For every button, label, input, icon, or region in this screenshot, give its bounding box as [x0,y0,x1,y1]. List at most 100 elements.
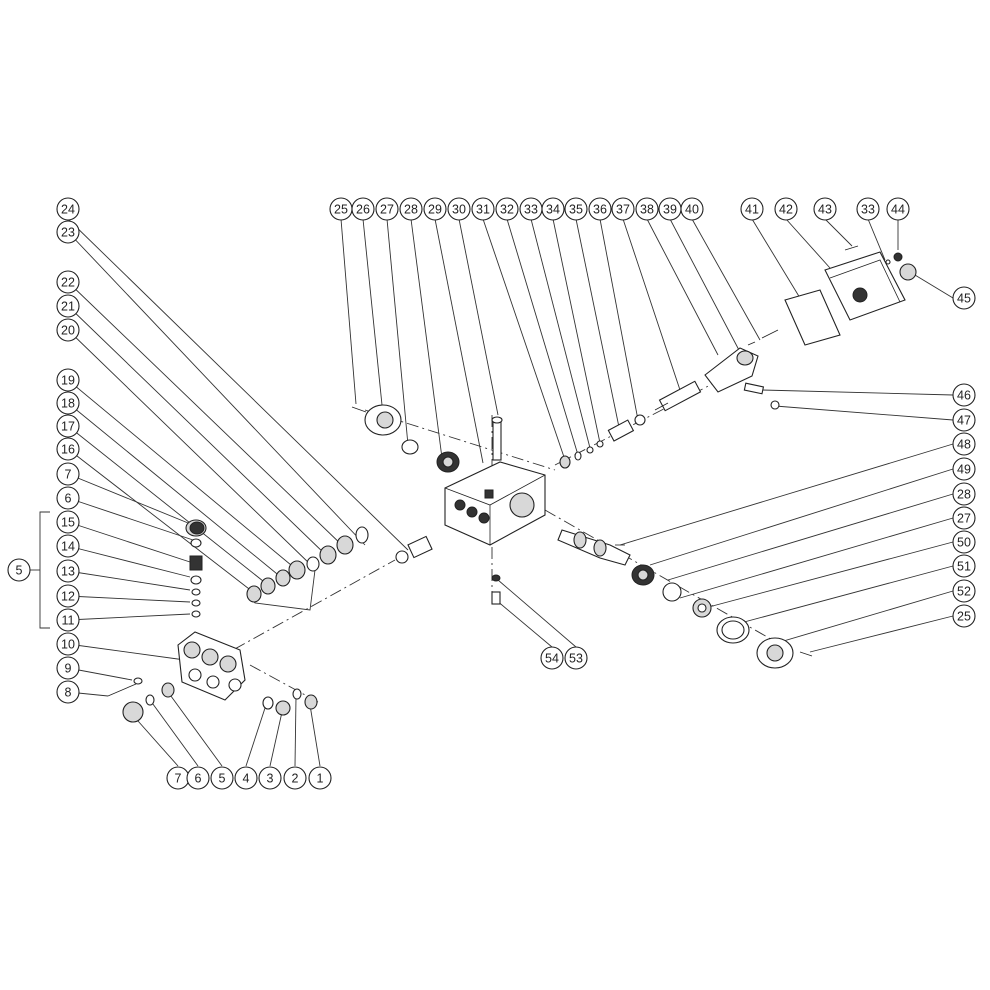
balloon-45: 45 [952,286,976,310]
svg-text:1: 1 [317,772,324,786]
svg-text:48: 48 [957,438,971,452]
svg-text:18: 18 [61,397,75,411]
svg-text:5: 5 [219,772,226,786]
svg-text:34: 34 [546,203,560,217]
balloon-27-top: 27 [375,197,399,221]
svg-text:8: 8 [65,686,72,700]
balloon-17: 17 [56,414,80,438]
svg-text:36: 36 [593,203,607,217]
balloon-47: 47 [952,408,976,432]
balloon-29: 29 [423,197,447,221]
balloon-42: 42 [774,197,798,221]
svg-text:30: 30 [452,203,466,217]
svg-text:22: 22 [61,276,75,290]
svg-text:17: 17 [61,420,75,434]
balloon-28-right: 28 [952,482,976,506]
svg-text:42: 42 [779,203,793,217]
balloon-6-left: 6 [56,486,80,510]
svg-text:14: 14 [61,540,75,554]
svg-text:35: 35 [569,203,583,217]
crankcase-part [444,461,546,546]
balloon-21: 21 [56,294,80,318]
balloon-16: 16 [56,437,80,461]
balloon-41: 41 [740,197,764,221]
balloon-48: 48 [952,432,976,456]
balloon-15: 15 [56,510,80,534]
balloon-19: 19 [56,368,80,392]
svg-text:50: 50 [957,536,971,550]
svg-text:6: 6 [65,492,72,506]
balloon-3: 3 [258,766,282,790]
svg-text:53: 53 [569,652,583,666]
svg-text:38: 38 [640,203,654,217]
svg-text:27: 27 [380,203,394,217]
balloon-28-top: 28 [399,197,423,221]
svg-text:25: 25 [334,203,348,217]
svg-text:24: 24 [61,203,75,217]
svg-text:5: 5 [16,564,23,578]
balloon-25-top: 25 [329,197,353,221]
svg-text:28: 28 [957,488,971,502]
svg-text:32: 32 [500,203,514,217]
balloon-24: 24 [56,197,80,221]
balloon-46: 46 [952,383,976,407]
svg-text:41: 41 [745,203,759,217]
svg-text:33: 33 [524,203,538,217]
balloon-30: 30 [447,197,471,221]
svg-text:47: 47 [957,414,971,428]
svg-text:19: 19 [61,374,75,388]
balloon-51: 51 [952,554,976,578]
svg-text:20: 20 [61,324,75,338]
svg-text:29: 29 [428,203,442,217]
balloon-34: 34 [541,197,565,221]
svg-text:12: 12 [61,590,75,604]
balloon-44: 44 [886,197,910,221]
balloon-54: 54 [540,646,564,670]
svg-text:23: 23 [61,226,75,240]
balloon-35: 35 [564,197,588,221]
balloon-50: 50 [952,530,976,554]
balloon-25-right: 25 [952,604,976,628]
balloon-20: 20 [56,318,80,342]
svg-text:7: 7 [65,468,72,482]
balloon-52: 52 [952,579,976,603]
svg-text:26: 26 [356,203,370,217]
balloon-53: 53 [564,646,588,670]
svg-text:6: 6 [195,772,202,786]
svg-text:15: 15 [61,516,75,530]
balloon-32: 32 [495,197,519,221]
balloon-43: 43 [813,197,837,221]
balloon-26: 26 [351,197,375,221]
balloon-31: 31 [471,197,495,221]
svg-text:46: 46 [957,389,971,403]
svg-text:9: 9 [65,662,72,676]
balloon-7-left: 7 [56,462,80,486]
balloon-5-group: 5 [7,558,31,582]
svg-text:37: 37 [616,203,630,217]
balloon-38: 38 [635,197,659,221]
part-drawings [107,245,917,723]
balloon-33-top: 33 [519,197,543,221]
svg-text:21: 21 [61,300,75,314]
leader-lines [30,218,954,767]
svg-text:39: 39 [663,203,677,217]
svg-text:40: 40 [685,203,699,217]
svg-text:4: 4 [243,772,250,786]
svg-text:27: 27 [957,512,971,526]
svg-text:49: 49 [957,463,971,477]
svg-text:11: 11 [62,614,75,628]
balloon-14: 14 [56,534,80,558]
manifold-part [177,631,246,701]
balloon-9: 9 [56,656,80,680]
svg-text:28: 28 [404,203,418,217]
svg-text:44: 44 [891,203,905,217]
balloon-5-bottom: 5 [210,766,234,790]
balloon-7-bottom: 7 [166,766,190,790]
svg-text:7: 7 [175,772,182,786]
balloon-49: 49 [952,457,976,481]
balloon-8: 8 [56,680,80,704]
balloon-12: 12 [56,584,80,608]
svg-text:3: 3 [267,772,274,786]
balloon-23: 23 [56,220,80,244]
svg-text:10: 10 [61,638,75,652]
